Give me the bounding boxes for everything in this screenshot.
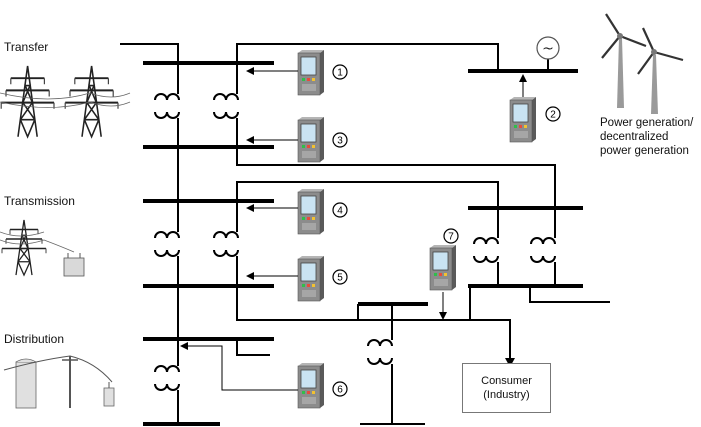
transformer-7 bbox=[530, 237, 556, 263]
relay-arrow-heads bbox=[180, 67, 527, 350]
power-generation-line-1: Power generation/ bbox=[600, 117, 694, 129]
power-generation-line-2: decentralized bbox=[600, 131, 669, 143]
relay-number: 2 bbox=[550, 110, 556, 121]
generator-icon: ~ bbox=[536, 36, 560, 60]
section-label-transmission: Transmission bbox=[4, 194, 75, 208]
relay-number: 3 bbox=[337, 136, 343, 147]
relay-arrows bbox=[186, 70, 524, 391]
relay-4 bbox=[297, 188, 325, 235]
conductors bbox=[120, 43, 610, 425]
bus-bars bbox=[143, 61, 583, 426]
power-generation-line-3: power generation bbox=[600, 145, 689, 157]
relay-1 bbox=[297, 49, 325, 96]
transfer-towers-icon bbox=[0, 65, 131, 138]
relay-6 bbox=[297, 362, 325, 409]
consumer-line-1: Consumer bbox=[481, 375, 532, 387]
transformer-5 bbox=[154, 365, 180, 391]
relay-5 bbox=[297, 255, 325, 302]
relay-3 bbox=[297, 116, 325, 163]
transformer-2 bbox=[213, 93, 239, 119]
transformer-coils-extra bbox=[167, 94, 191, 100]
distribution-poles-icon bbox=[3, 355, 115, 409]
transformer-4 bbox=[213, 231, 239, 257]
relay-badges bbox=[332, 64, 561, 397]
relay-7 bbox=[429, 244, 457, 291]
consumer-line-2: (Industry) bbox=[483, 389, 530, 401]
relay-number: 7 bbox=[448, 232, 454, 243]
relay-number: 1 bbox=[337, 68, 343, 79]
generator-symbol: ~ bbox=[542, 41, 554, 57]
relay-2 bbox=[509, 96, 537, 143]
transformer-3 bbox=[154, 231, 180, 257]
relay-number: 6 bbox=[337, 385, 343, 396]
section-label-distribution: Distribution bbox=[4, 332, 65, 346]
relay-number: 5 bbox=[337, 273, 343, 284]
relay-number: 4 bbox=[337, 206, 343, 217]
consumer-arrow bbox=[505, 358, 515, 367]
power-generation-label: Power generation/ decentralized power ge… bbox=[600, 116, 700, 158]
transformer-6 bbox=[473, 237, 499, 263]
transmission-tower-icon bbox=[0, 219, 85, 277]
consumer-box: Consumer (Industry) bbox=[462, 363, 551, 413]
wind-turbines-icon bbox=[601, 13, 684, 114]
transformer-8 bbox=[367, 339, 393, 365]
section-label-transfer: Transfer bbox=[4, 40, 49, 54]
